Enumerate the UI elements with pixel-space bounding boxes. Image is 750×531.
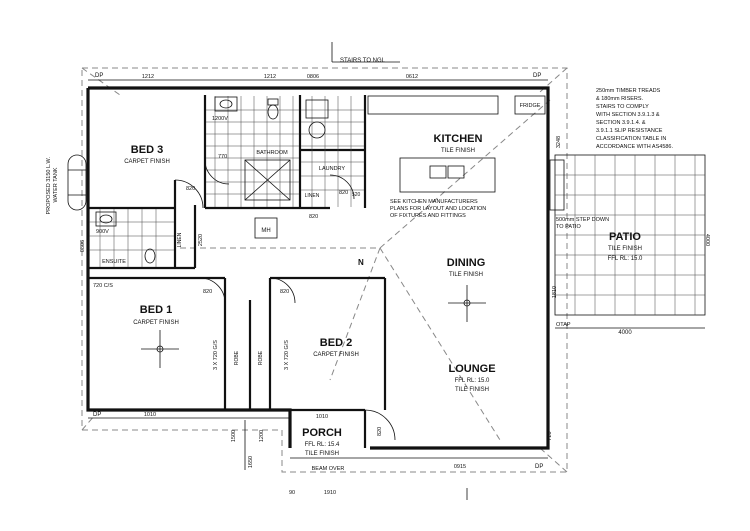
dim-top-4: 0612 <box>406 74 418 80</box>
room-linen2-name: LINEN <box>305 193 320 199</box>
room-bed2-finish: CARPET FINISH <box>313 352 359 358</box>
stairs-top-note: STAIRS TO NGL <box>340 58 386 64</box>
dim-1200v: 1200V <box>212 116 228 122</box>
dim-0915: 0915 <box>454 464 466 470</box>
dp-label-2: DP <box>533 73 541 79</box>
room-kitchen-finish: TILE FINISH <box>441 148 475 154</box>
dim-820-b: 820 <box>203 289 212 295</box>
kitchen-note: SEE KITCHEN MANUFACTURERS PLANS FOR LAYO… <box>390 199 488 219</box>
room-laundry-name: LAUNDRY <box>319 166 346 172</box>
dim-820-d: 820 <box>339 190 348 196</box>
dim-1650: 1650 <box>248 456 254 468</box>
dim-1500: 1500 <box>231 430 237 442</box>
bathroom-tile-grid <box>206 96 299 207</box>
dim-linen: 2520 <box>198 234 204 246</box>
ceiling-fan-bed1 <box>141 330 179 368</box>
room-bed1-finish: CARPET FINISH <box>133 320 179 326</box>
dim-3248: 3248 <box>556 136 562 148</box>
dim-820-f: 820 <box>377 427 383 436</box>
room-robe2-name: ROBE <box>258 350 264 365</box>
dim-robe-1: 3 X 720 G/S <box>213 340 219 370</box>
dim-top-2: 1212 <box>264 74 276 80</box>
dimension-lines <box>88 42 705 500</box>
dim-770: 770 <box>218 154 227 160</box>
fixtures <box>67 95 546 264</box>
room-patio-finish: TILE FINISH <box>608 246 642 252</box>
north-arrow-label: N <box>358 258 364 267</box>
dim-900v: 900V <box>96 229 109 235</box>
room-mh-name: MH <box>261 228 270 234</box>
water-tank-note: PROPOSED 3150 L.W. WATER TANK <box>46 156 59 215</box>
laundry-tile-grid <box>301 96 364 207</box>
room-bathroom-name: BATHROOM <box>256 150 288 156</box>
dim-4000: 4000 <box>618 330 632 336</box>
dim-1010-a: 1010 <box>144 412 156 418</box>
room-patio-rl: FFL RL: 15.0 <box>608 256 643 262</box>
dim-820-e: 820 <box>309 214 318 220</box>
room-robe1-name: ROBE <box>234 350 240 365</box>
beam-over-note: BEAM OVER <box>312 466 345 472</box>
manhole-box <box>254 217 278 239</box>
dim-720cs: 720 C/S <box>93 283 113 289</box>
dim-820-c: 820 <box>280 289 289 295</box>
room-lounge-name: LOUNGE <box>448 363 495 375</box>
dim-90: 90 <box>289 490 295 496</box>
patio-tile-grid <box>549 154 706 316</box>
room-bed2-name: BED 2 <box>320 337 352 349</box>
dim-top-1: 1212 <box>142 74 154 80</box>
dp-label-3: DP <box>93 412 101 418</box>
dim-1810: 1810 <box>552 286 558 298</box>
dim-520: 520 <box>352 192 361 198</box>
room-dining-finish: TILE FINISH <box>449 272 483 278</box>
room-linen1-name: LINEN <box>177 232 183 247</box>
room-dining-name: DINING <box>447 257 486 269</box>
ceiling-fan-dining <box>448 285 486 322</box>
dim-0806: 0806 <box>80 240 86 252</box>
room-lounge-rl: FFL RL: 15.0 <box>455 378 490 384</box>
dim-robe-2: 3 X 720 G/S <box>284 340 290 370</box>
roof-outline <box>81 67 568 473</box>
room-porch-finish: TILE FINISH <box>305 451 339 457</box>
dp-label-4: DP <box>535 464 543 470</box>
room-bed3-finish: CARPET FINISH <box>124 159 170 165</box>
room-porch-rl: FFL RL: 15.4 <box>305 442 340 448</box>
dim-top-3: 0806 <box>307 74 319 80</box>
dp-label-1: DP <box>95 73 103 79</box>
room-patio-name: PATIO <box>609 231 641 243</box>
stairs-note: 250mm TIMBER TREADS & 180mm RISERS. STAI… <box>596 88 673 150</box>
room-ensuite-name: ENSUITE <box>102 259 126 265</box>
door-swings <box>174 159 396 441</box>
dim-720: 720 <box>547 431 553 440</box>
room-bed1-name: BED 1 <box>140 304 172 316</box>
dim-patio-side: 4000 <box>704 234 710 246</box>
room-kitchen-name: KITCHEN <box>434 133 483 145</box>
step-note: 500mm STEP DOWN TO PATIO <box>556 217 611 230</box>
ensuite-tile-grid <box>89 209 174 267</box>
room-bed3-name: BED 3 <box>131 144 163 156</box>
dim-1200: 1200 <box>259 430 265 442</box>
room-porch-name: PORCH <box>302 427 342 439</box>
dim-820-a: 820 <box>186 186 195 192</box>
dim-1910: 1910 <box>324 490 336 496</box>
room-lounge-finish: TILE FINISH <box>455 387 489 393</box>
dim-otap: OTAP <box>556 322 571 328</box>
fridge-label: FRIDGE <box>520 103 541 109</box>
dim-1010-b: 1010 <box>316 414 328 420</box>
